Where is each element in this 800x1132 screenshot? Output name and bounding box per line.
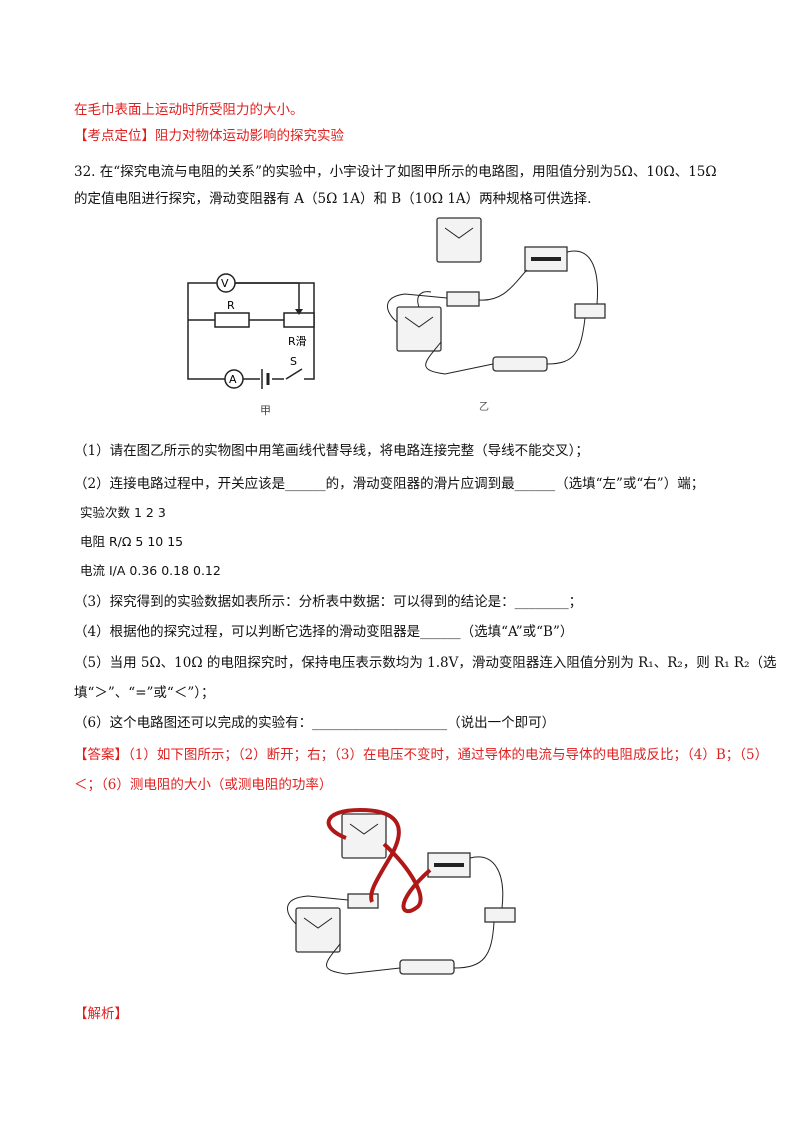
- resistor-label: R: [227, 299, 235, 312]
- exam-point-label: 【考点定位】阻力对物体运动影响的探究实验: [74, 128, 344, 144]
- question-32-stem: 32. 在“探究电流与电阻的关系”的实验中，小宇设计了如图甲所示的电路图，用阻值…: [74, 164, 717, 180]
- circuit-diagram-jia: V R R滑 S A: [187, 273, 315, 389]
- table-row-trials: 实验次数 1 2 3: [80, 505, 166, 520]
- question-2: （2）连接电路过程中，开关应该是______的，滑动变阻器的滑片应调到最____…: [74, 476, 705, 492]
- physical-circuit-yi: 乙: [387, 217, 606, 413]
- question-5: （5）当用 5Ω、10Ω 的电阻探究时，保持电压表示数均为 1.8V，滑动变阻器…: [74, 655, 777, 671]
- question-5-cont: 填“＞”、“=”或“＜”）；: [74, 685, 215, 701]
- figure-caption-jia: 甲: [260, 404, 271, 417]
- question-1: （1）请在图乙所示的实物图中用笔画线代替导线，将电路连接完整（导线不能交叉）；: [74, 443, 589, 459]
- answer-line-2: ＜；（6）测电阻的大小（或测电阻的功率）: [74, 777, 333, 793]
- figure-caption-yi: 乙: [479, 401, 489, 413]
- ammeter-label: A: [229, 373, 237, 386]
- voltmeter-label: V: [221, 277, 229, 290]
- question-4: （4）根据他的探究过程，可以判断它选择的滑动变阻器是______（选填“A”或“…: [74, 624, 574, 640]
- table-row-resistance: 电阻 R/Ω 5 10 15: [80, 534, 184, 549]
- switch-label: S: [290, 355, 297, 368]
- prev-answer-line: 在毛巾表面上运动时所受阻力的大小。: [74, 102, 304, 118]
- answer-circuit-figure: [287, 808, 516, 975]
- question-6: （6）这个电路图还可以完成的实验有：____________________（说…: [74, 715, 556, 731]
- answer-line-1: 【答案】（1）如下图所示；（2）断开；右；（3）在电压不变时，通过导体的电流与导…: [74, 747, 769, 763]
- rheostat-label: R滑: [288, 335, 307, 348]
- analysis-label: 【解析】: [74, 1006, 128, 1022]
- table-row-current: 电流 I/A 0.36 0.18 0.12: [80, 563, 221, 578]
- question-32-stem-2: 的定值电阻进行探究，滑动变阻器有 A（5Ω 1A）和 B（10Ω 1A）两种规格…: [74, 191, 592, 207]
- question-3: （3）探究得到的实验数据如表所示：分析表中数据：可以得到的结论是：_______…: [74, 594, 583, 610]
